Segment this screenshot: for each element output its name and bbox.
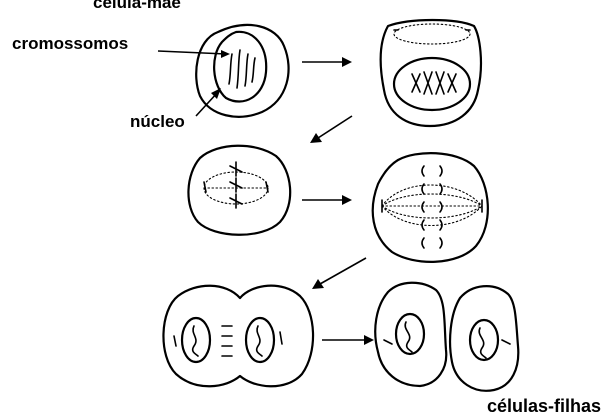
chromosome — [405, 322, 412, 352]
arrow-head — [342, 195, 352, 205]
arrow-head — [312, 279, 324, 289]
centrioles — [174, 332, 282, 346]
daughter-cell-right — [450, 286, 518, 391]
nucleus-outline — [394, 58, 470, 110]
centriole — [502, 340, 510, 344]
centriole — [384, 340, 392, 344]
stage-2-prophase — [381, 20, 481, 126]
arrow-down-left-1 — [318, 116, 352, 138]
cell-membrane — [373, 153, 488, 262]
chromosome — [479, 328, 486, 358]
nucleus-outline — [214, 32, 266, 102]
midbody-fibers — [222, 326, 232, 356]
arrow-down-left-2 — [320, 258, 366, 284]
stage-6-daughter-cells — [375, 283, 518, 391]
nucleus — [396, 314, 424, 354]
stage-5-telophase — [163, 286, 313, 387]
cell-membrane — [188, 146, 290, 235]
chromosomes — [229, 50, 255, 88]
cell-membrane — [163, 286, 313, 387]
daughter-cell-left — [375, 283, 446, 386]
chromosomes — [230, 162, 242, 208]
chromosome — [257, 326, 262, 356]
arrow-head — [342, 57, 352, 67]
stage-3-prometaphase — [188, 146, 290, 235]
arrow-head — [364, 335, 374, 345]
pointer-head — [221, 50, 230, 58]
chromosomes — [412, 72, 456, 94]
stage-4-metaphase — [373, 153, 488, 262]
nucleus — [470, 320, 498, 360]
cell-membrane — [196, 25, 288, 117]
spindle-fibers — [394, 24, 470, 44]
arrow-head — [310, 133, 322, 143]
chromosome — [193, 326, 198, 356]
chromosomes — [422, 166, 442, 248]
stage-1-interphase — [158, 25, 289, 117]
